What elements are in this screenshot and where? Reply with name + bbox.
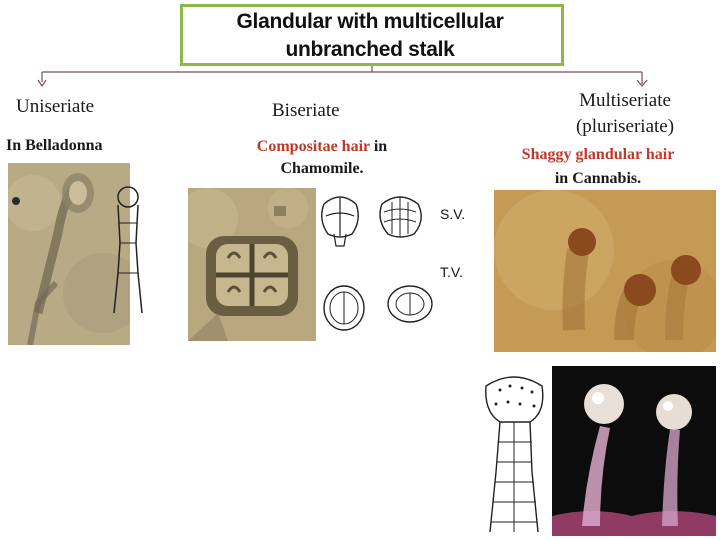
arrow-right-icon — [636, 79, 648, 87]
connector-lines — [37, 66, 648, 88]
example-in-text: in — [369, 138, 388, 155]
multiseriate-line-2: (pluriseriate) — [575, 116, 675, 137]
shaggy-hair-text: Shaggy glandular hair — [521, 146, 675, 163]
example-cannabis: Shaggy glandular hair in Cannabis. — [498, 143, 698, 191]
example-chamomile: Compositae hair in Chamomile. — [232, 136, 412, 180]
chamomile-micrograph — [188, 188, 316, 341]
title-box — [180, 4, 564, 66]
multiseriate-line-1: Multiseriate — [579, 90, 671, 111]
heading-uniseriate: Uniseriate — [16, 96, 95, 117]
compositae-hair-drawings — [321, 196, 433, 331]
cannabis-micrograph — [494, 190, 716, 352]
example-belladonna: In Belladonna — [6, 137, 103, 154]
arrow-left-icon — [37, 79, 47, 88]
side-view-label: S.V. — [440, 206, 466, 222]
heading-multiseriate: Multiseriate (pluriseriate) — [560, 88, 690, 140]
top-view-label: T.V. — [440, 264, 463, 280]
slide-title: Glandular with multicellular unbranched … — [190, 8, 550, 64]
uniseriate-hair-drawing — [113, 186, 143, 314]
chamomile-text: Chamomile. — [280, 160, 364, 177]
belladonna-micrograph — [8, 163, 130, 345]
cannabis-text: in Cannabis. — [554, 170, 642, 187]
title-line-2: unbranched stalk — [285, 38, 455, 61]
cannabis-glandular-photo — [552, 366, 716, 536]
multiseriate-hair-drawing — [485, 376, 544, 533]
title-line-1: Glandular with multicellular — [236, 10, 504, 33]
heading-biseriate: Biseriate — [272, 100, 340, 121]
compositae-hair-text: Compositae hair — [256, 138, 370, 155]
